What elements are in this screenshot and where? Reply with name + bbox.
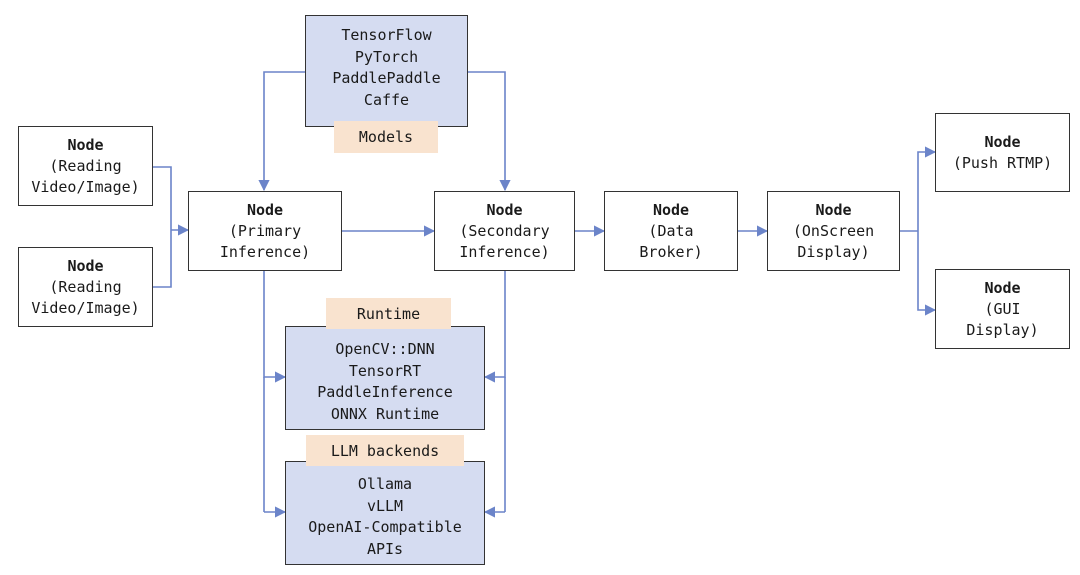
models-label: Models (334, 121, 438, 153)
runtime-item: ONNX Runtime (330, 404, 440, 423)
node-primary-inference: Node (Primary Inference) (188, 191, 342, 271)
node-onscreen-display: Node (OnScreen Display) (767, 191, 900, 271)
edge-secondary-to-runtime (483, 271, 506, 383)
llm-item: vLLM (366, 496, 404, 515)
node-subtitle: (OnScreen Display) (792, 221, 875, 261)
edge-primary-to-runtime (263, 271, 287, 383)
edge-models-to-secondary (468, 71, 511, 192)
runtime-item: TensorRT (348, 361, 422, 380)
node-subtitle: (Reading Video/Image) (31, 277, 140, 317)
node-title: Node (652, 200, 690, 219)
llm-backends-label: LLM backends (306, 435, 464, 466)
model-item: PyTorch (354, 47, 419, 66)
node-title: Node (815, 200, 852, 219)
llm-item: OpenAI-Compatible (308, 518, 462, 536)
node-subtitle: (Reading Video/Image) (31, 156, 140, 196)
edge-reading-1-to-primary (153, 166, 172, 230)
node-title: Node (984, 132, 1021, 151)
edge-osd-to-rtmp (917, 146, 937, 231)
models-box: TensorFlow PyTorch PaddlePaddle Caffe (305, 15, 468, 127)
node-title: Node (984, 278, 1021, 297)
node-subtitle: (Primary Inference) (219, 221, 311, 261)
node-subtitle: (GUI Display) (966, 299, 1039, 339)
runtime-label: Runtime (326, 298, 451, 329)
node-secondary-inference: Node (Secondary Inference) (434, 191, 575, 271)
llm-item: Ollama (357, 475, 413, 493)
node-title: Node (486, 200, 523, 219)
model-item: PaddlePaddle (332, 69, 441, 87)
runtime-item: PaddleInference (317, 383, 453, 401)
node-title: Node (67, 135, 104, 154)
edge-reading-2-to-primary (153, 230, 172, 288)
node-reading-video-image-2: Node (Reading Video/Image) (18, 247, 153, 327)
node-title: Node (246, 200, 284, 219)
node-title: Node (67, 256, 104, 275)
node-gui-display: Node (GUI Display) (935, 269, 1070, 349)
node-subtitle: (Push RTMP) (952, 153, 1053, 172)
runtime-item: OpenCV::DNN (335, 340, 435, 358)
node-push-rtmp: Node (Push RTMP) (935, 113, 1070, 192)
llm-backends-box: Ollama vLLM OpenAI-Compatible APIs (285, 461, 485, 565)
node-subtitle: (Data Broker) (639, 221, 703, 261)
runtime-box: OpenCV::DNN TensorRT PaddleInference ONN… (285, 326, 485, 430)
edge-models-to-primary (258, 71, 305, 192)
node-reading-video-image-1: Node (Reading Video/Image) (18, 126, 153, 206)
edge-osd-to-gui (917, 231, 937, 316)
node-subtitle: (Secondary Inference) (459, 221, 550, 261)
node-data-broker: Node (Data Broker) (604, 191, 738, 271)
model-item: TensorFlow (341, 26, 432, 44)
model-item: Caffe (363, 90, 410, 109)
llm-item: APIs (366, 539, 404, 558)
